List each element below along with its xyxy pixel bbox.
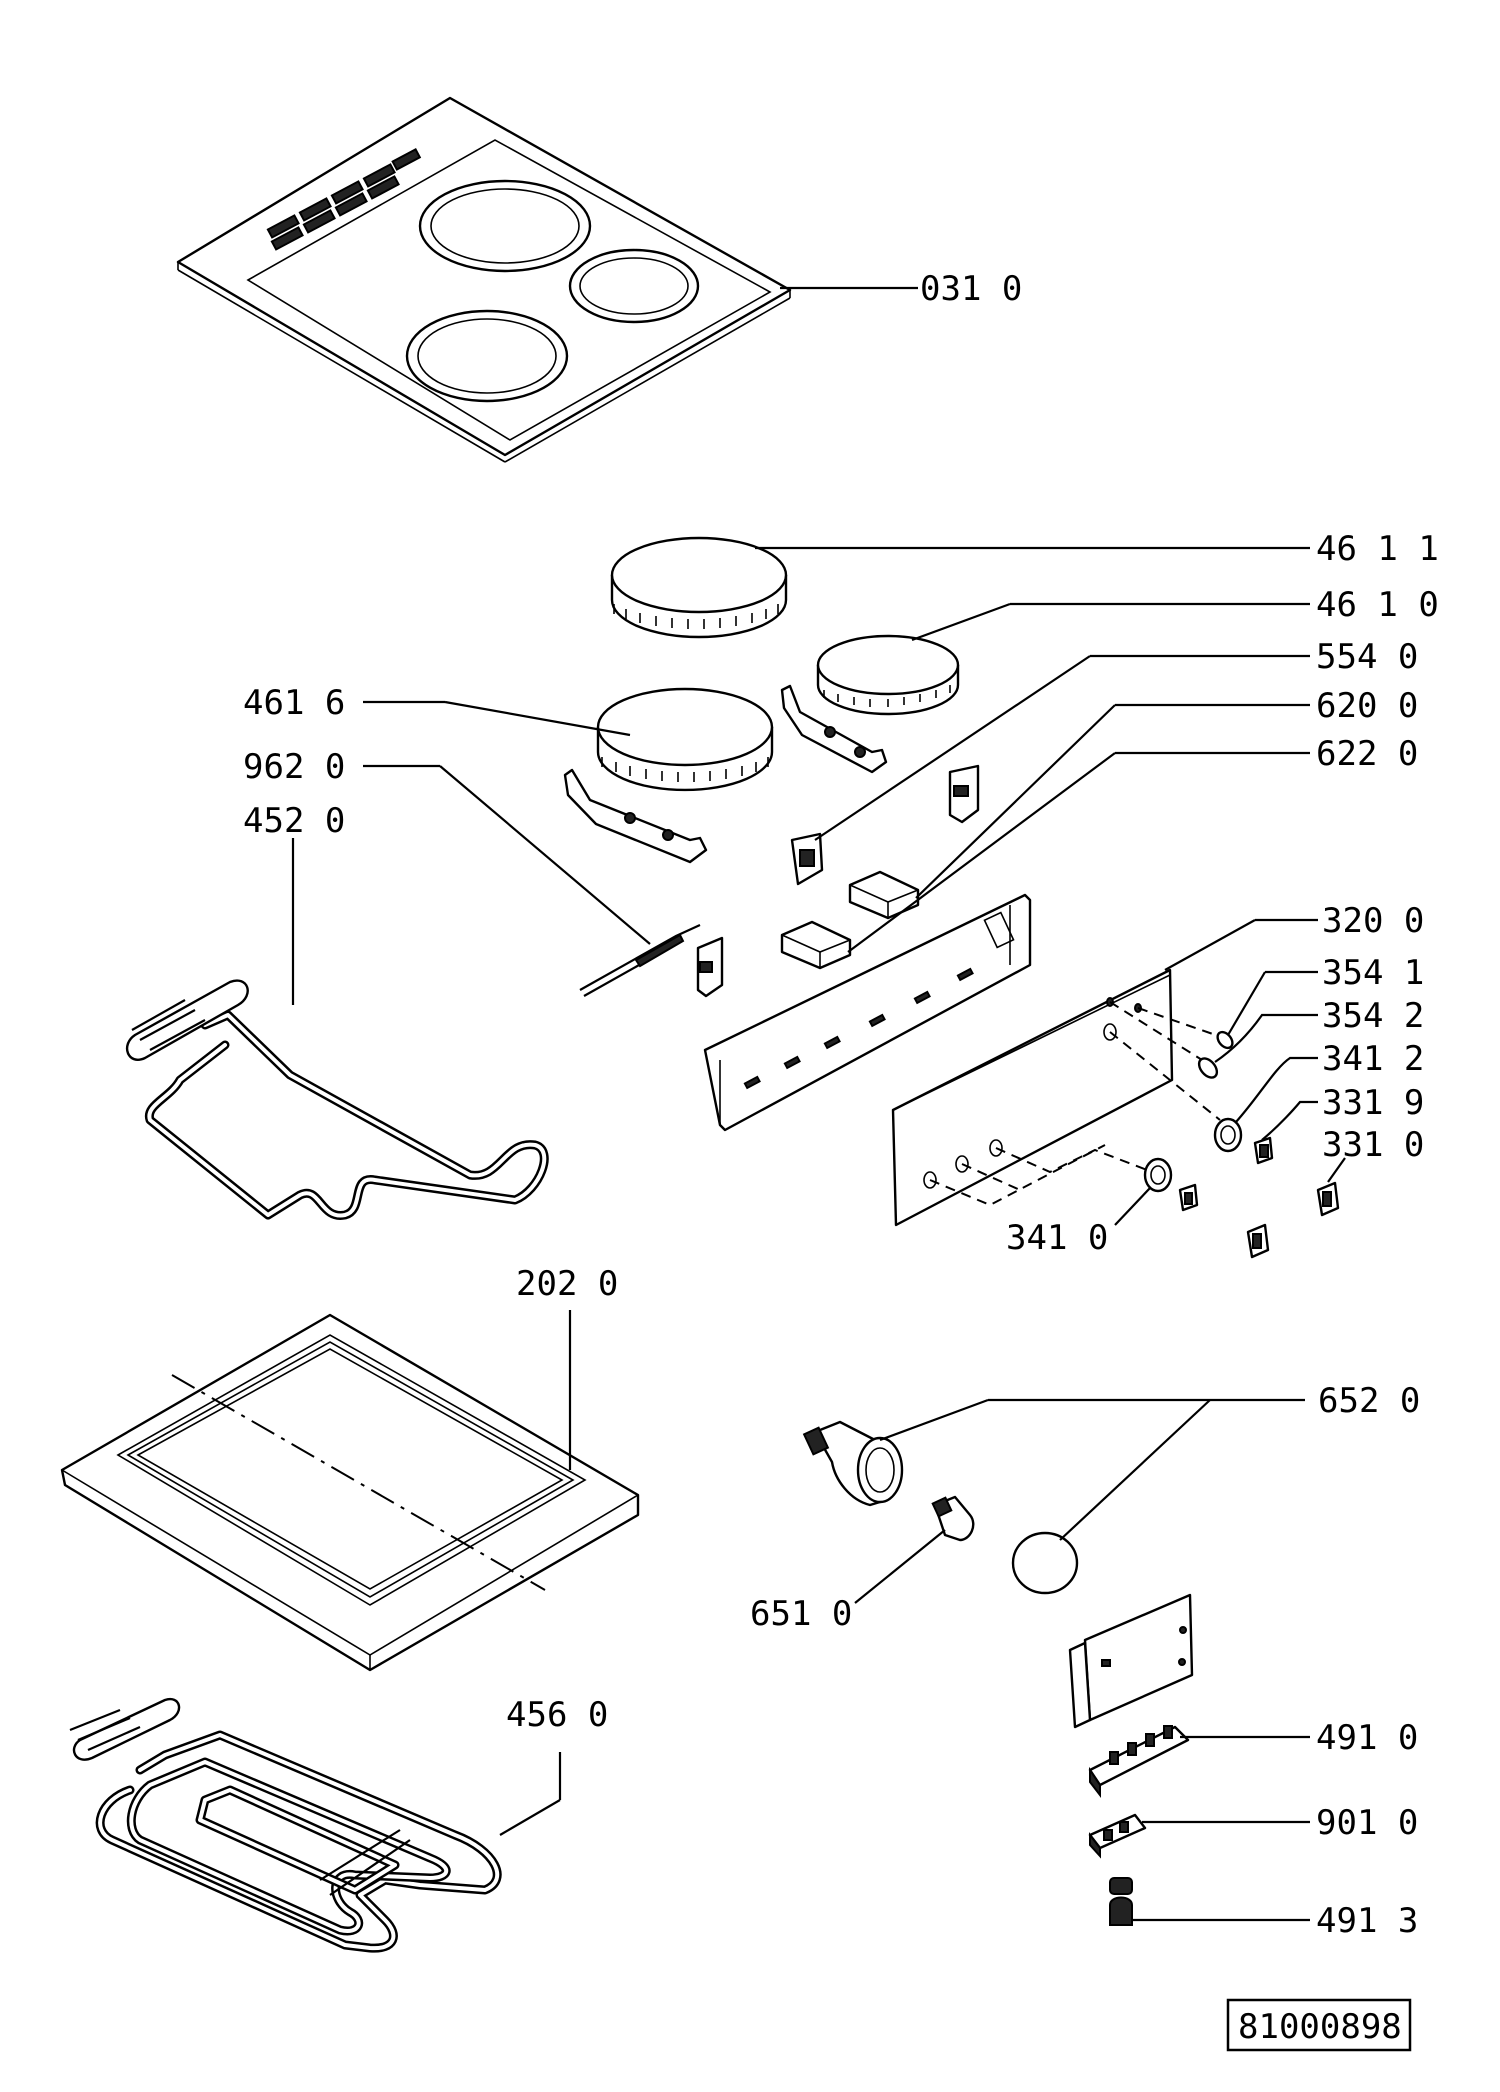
label-4910: 491 0 — [1316, 1718, 1418, 1758]
switch-module-a — [848, 870, 920, 920]
label-2020: 202 0 — [516, 1264, 618, 1304]
label-3410: 341 0 — [1006, 1218, 1108, 1258]
indicator-lamp-2 — [1197, 1057, 1219, 1079]
lamp-holder — [802, 1420, 904, 1507]
bracket-clip-front — [696, 936, 724, 998]
label-3542: 354 2 — [1322, 996, 1424, 1036]
label-4611: 46 1 1 — [1316, 529, 1439, 569]
panel-slots — [743, 967, 974, 1090]
electronic-module — [1068, 1593, 1194, 1729]
label-9620: 962 0 — [243, 747, 345, 787]
label-4616: 461 6 — [243, 683, 345, 723]
label-6510: 651 0 — [750, 1594, 852, 1634]
label-6200: 620 0 — [1316, 686, 1418, 726]
lamp-cover — [1011, 1531, 1079, 1595]
bracket-clip-rear — [948, 764, 980, 824]
control-knob-c — [1178, 1183, 1199, 1212]
label-3310: 331 0 — [1322, 1125, 1424, 1165]
indicator-lamp-1 — [1216, 1030, 1234, 1050]
control-slots — [266, 148, 422, 251]
hotplate-large-rear — [610, 536, 788, 639]
control-knob-a — [1253, 1136, 1274, 1165]
label-0310: 031 0 — [920, 269, 1022, 309]
wiring-harness — [579, 924, 701, 997]
label-3541: 354 1 — [1322, 953, 1424, 993]
control-panel-front-fascia — [891, 968, 1174, 1227]
hotplate-large-front — [596, 687, 774, 792]
label-3412: 341 2 — [1322, 1039, 1424, 1079]
document-code: 81000898 — [1238, 2007, 1402, 2047]
heating-element-bottom — [69, 1697, 502, 1953]
label-4913: 491 3 — [1316, 1901, 1418, 1941]
terminal-strip — [1088, 1725, 1190, 1798]
switch-module-b — [780, 920, 852, 970]
fuse-holder — [1109, 1877, 1133, 1926]
heating-element-top — [125, 979, 549, 1220]
connector-block — [1088, 1813, 1147, 1859]
label-6520: 652 0 — [1318, 1381, 1420, 1421]
control-knob-b — [1316, 1181, 1340, 1217]
knob-ring-front — [1143, 1157, 1173, 1193]
label-6220: 622 0 — [1316, 734, 1418, 774]
label-3319: 331 9 — [1322, 1083, 1424, 1123]
label-9010: 901 0 — [1316, 1803, 1418, 1843]
control-knob-d — [1246, 1223, 1270, 1259]
label-4520: 452 0 — [243, 801, 345, 841]
oven-glass-panel — [60, 1313, 640, 1672]
lamp-bulb — [931, 1495, 975, 1542]
document-code-box: 81000898 — [1226, 1998, 1412, 2052]
cooktop-plate — [176, 96, 792, 463]
terminal-block — [790, 832, 824, 886]
label-4610: 46 1 0 — [1316, 585, 1439, 625]
control-panel-rear-frame — [703, 893, 1032, 1132]
label-3200: 320 0 — [1322, 901, 1424, 941]
hotplate-bracket-rear — [780, 684, 888, 774]
hotplate-bracket-front — [563, 768, 708, 864]
hotplate-small-rear — [816, 634, 960, 716]
knob-ring-rear — [1213, 1117, 1243, 1153]
label-4560: 456 0 — [506, 1695, 608, 1735]
label-5540: 554 0 — [1316, 637, 1418, 677]
